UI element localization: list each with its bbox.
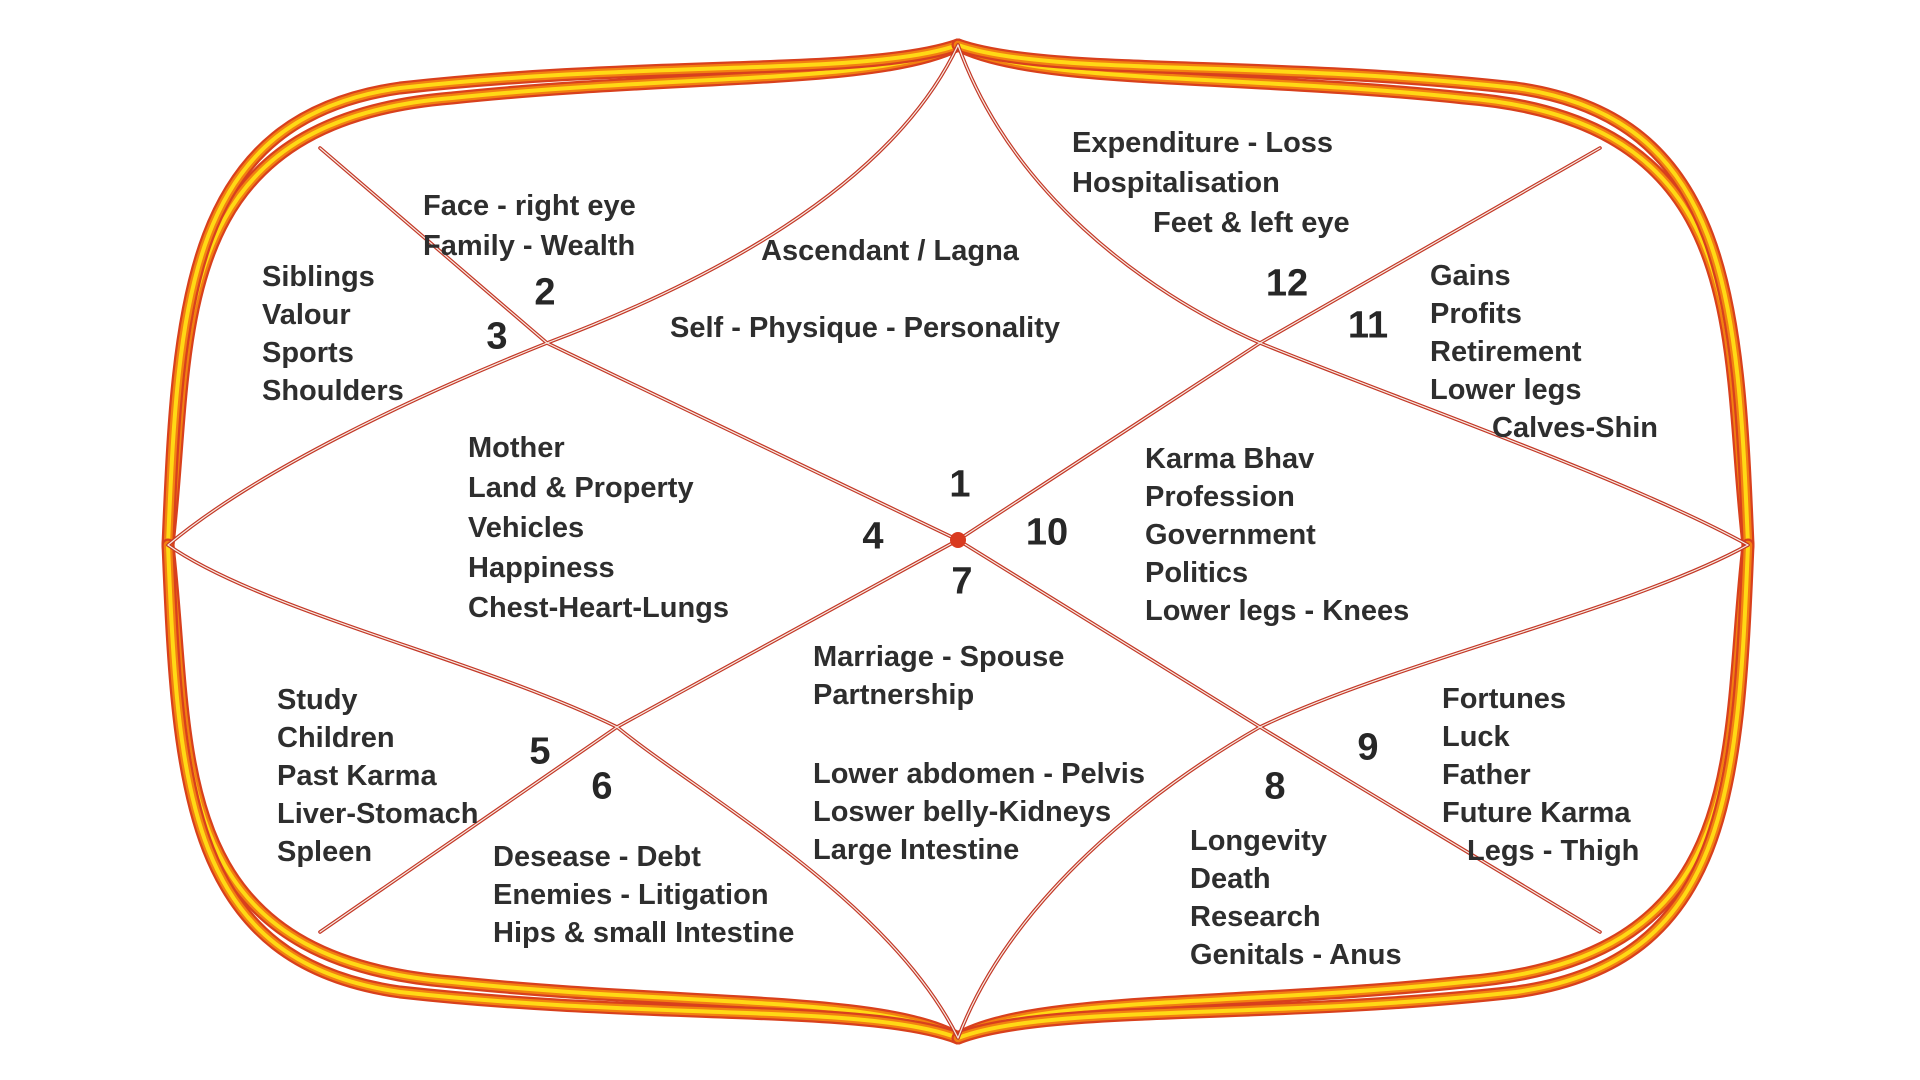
house-3-line: Siblings xyxy=(262,261,375,293)
house-5-line: Spleen xyxy=(277,836,373,868)
house-6-line: Desease - Debt xyxy=(493,841,701,873)
house-4-line: Happiness xyxy=(468,552,615,584)
house-2-label: Face - right eye Family - Wealth xyxy=(423,186,636,266)
house-9-line: Fortunes xyxy=(1442,683,1567,715)
house-9-number: 9 xyxy=(1357,726,1379,769)
house-11-line: Retirement xyxy=(1430,336,1582,368)
house-10-number: 10 xyxy=(1025,511,1069,554)
house-10-line: Government xyxy=(1145,519,1316,551)
house-division-lines xyxy=(166,43,1750,1040)
house-12-line: Expenditure - Loss xyxy=(1072,127,1334,159)
house-5-line: Liver-Stomach xyxy=(277,798,479,830)
house-12-line: Hospitalisation xyxy=(1072,167,1280,199)
house-11-number: 11 xyxy=(1347,304,1389,347)
house-7-line: Loswer belly-Kidneys xyxy=(813,796,1112,828)
house-4-line: Land & Property xyxy=(468,472,694,504)
center-dot xyxy=(950,532,966,548)
house-6-number: 6 xyxy=(591,765,613,808)
house-4-line: Vehicles xyxy=(468,512,585,544)
house-11-line: Calves-Shin xyxy=(1492,412,1658,444)
house-5-number: 5 xyxy=(529,730,551,773)
house-2-number: 2 xyxy=(534,271,556,314)
house-8-line: Genitals - Anus xyxy=(1190,939,1402,971)
house-9-label: Fortunes Luck Father Future Karma Legs -… xyxy=(1442,680,1639,870)
house-5-line: Children xyxy=(277,722,395,754)
house-7-label-top: Marriage - Spouse Partnership xyxy=(813,638,1064,714)
house-2-line: Face - right eye xyxy=(423,190,636,222)
house-1-subtitle: Self - Physique - Personality xyxy=(670,312,1060,344)
house-8-number: 8 xyxy=(1264,765,1286,808)
house-11-label: Gains Profits Retirement Lower legs Calv… xyxy=(1430,257,1658,447)
house-5-line: Past Karma xyxy=(277,760,437,792)
house-7-line: Lower abdomen - Pelvis xyxy=(813,758,1145,790)
house-6-line: Enemies - Litigation xyxy=(493,879,769,911)
house-10-line: Karma Bhav xyxy=(1145,443,1315,475)
house-11-line: Gains xyxy=(1430,260,1511,292)
house-12-number: 12 xyxy=(1265,262,1309,305)
house-6-line: Hips & small Intestine xyxy=(493,917,795,949)
house-11-line: Lower legs xyxy=(1430,374,1582,406)
house-7-line: Large Intestine xyxy=(813,834,1020,866)
house-7-number: 7 xyxy=(951,560,973,603)
house-5-label: Study Children Past Karma Liver-Stomach … xyxy=(277,681,478,871)
house-7-line: Marriage - Spouse xyxy=(813,641,1065,673)
house-8-line: Longevity xyxy=(1190,825,1327,857)
house-3-label: Siblings Valour Sports Shoulders xyxy=(262,258,404,410)
house-3-line: Shoulders xyxy=(262,375,404,407)
house-8-line: Death xyxy=(1190,863,1271,895)
house-9-line: Father xyxy=(1442,759,1531,791)
house-3-line: Sports xyxy=(262,337,354,369)
house-10-line: Profession xyxy=(1145,481,1295,513)
house-12-line: Feet & left eye xyxy=(1153,207,1350,239)
house-5-line: Study xyxy=(277,684,358,716)
house-9-line: Legs - Thigh xyxy=(1467,835,1640,867)
house-1-title: Ascendant / Lagna xyxy=(761,235,1019,267)
house-9-line: Luck xyxy=(1442,721,1510,753)
house-3-line: Valour xyxy=(262,299,351,331)
house-9-line: Future Karma xyxy=(1442,797,1631,829)
house-4-number: 4 xyxy=(862,515,884,558)
house-10-label: Karma Bhav Profession Government Politic… xyxy=(1145,440,1409,630)
house-4-label: Mother Land & Property Vehicles Happines… xyxy=(468,428,729,628)
house-10-line: Lower legs - Knees xyxy=(1145,595,1410,627)
house-12-label: Expenditure - Loss Hospitalisation Feet … xyxy=(1072,123,1350,243)
house-2-line: Family - Wealth xyxy=(423,230,636,262)
house-4-line: Mother xyxy=(468,432,565,464)
house-7-label-bottom: Lower abdomen - Pelvis Loswer belly-Kidn… xyxy=(813,755,1145,869)
house-3-number: 3 xyxy=(486,315,508,358)
house-7-line: Partnership xyxy=(813,679,975,711)
house-8-label: Longevity Death Research Genitals - Anus xyxy=(1190,822,1402,974)
house-6-label: Desease - Debt Enemies - Litigation Hips… xyxy=(493,838,794,952)
house-10-line: Politics xyxy=(1145,557,1249,589)
house-11-line: Profits xyxy=(1430,298,1522,330)
house-1-number: 1 xyxy=(949,463,971,506)
house-8-line: Research xyxy=(1190,901,1321,933)
house-4-line: Chest-Heart-Lungs xyxy=(468,592,730,624)
